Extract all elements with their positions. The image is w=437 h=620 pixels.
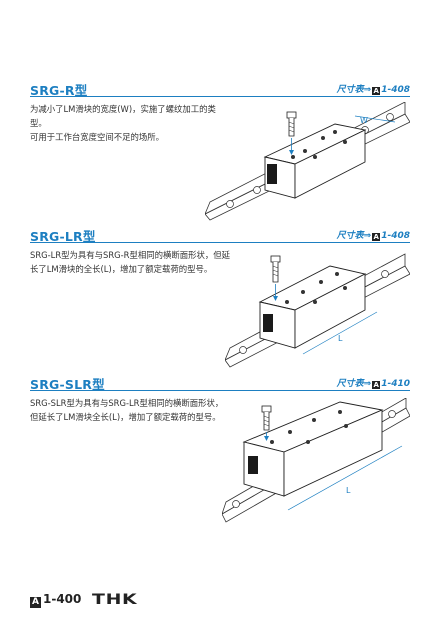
srg-lr-block-illustration	[225, 253, 410, 368]
ref-page: 1-410	[381, 379, 410, 389]
srg-slr-block-illustration	[222, 398, 410, 523]
desc-line: SRG-SLR型为具有与SRG-LR型相同的横断面形状，但延长了LM滑块全长(L…	[30, 398, 224, 422]
title-rule	[30, 390, 410, 391]
section-a-icon: A	[372, 381, 381, 389]
section-description: SRG-SLR型为具有与SRG-LR型相同的横断面形状，但延长了LM滑块全长(L…	[30, 396, 230, 424]
desc-line: 为减小了LM滑块的宽度(W)，实施了螺纹加工的类型。	[30, 104, 216, 128]
title-rule	[30, 242, 410, 243]
dimension-label-w: W	[360, 116, 368, 125]
section-a-icon: A	[372, 87, 381, 95]
section-title: SRG-LR型	[30, 229, 96, 244]
dimension-label-l: L	[346, 486, 351, 495]
ref-page: 1-408	[381, 231, 410, 241]
ref-prefix: 尺寸表⇒	[336, 85, 372, 95]
section-a-icon: A	[372, 233, 381, 241]
thk-logo: THK	[92, 592, 138, 608]
desc-line: 可用于工作台宽度空间不足的场所。	[30, 132, 164, 142]
ref-page: 1-408	[381, 85, 410, 95]
section-title: SRG-R型	[30, 83, 88, 98]
title-rule	[30, 96, 410, 97]
dimension-label-l: L	[338, 334, 343, 343]
section-description: 为减小了LM滑块的宽度(W)，实施了螺纹加工的类型。 可用于工作台宽度空间不足的…	[30, 102, 230, 144]
section-a-icon: A	[30, 597, 41, 608]
srg-r-block-illustration	[205, 102, 410, 221]
desc-line: SRG-LR型为具有与SRG-R型相同的横断面形状，但延长了LM滑块的全长(L)…	[30, 250, 230, 274]
section-description: SRG-LR型为具有与SRG-R型相同的横断面形状，但延长了LM滑块的全长(L)…	[30, 248, 230, 276]
ref-prefix: 尺寸表⇒	[336, 231, 372, 241]
page-number-text: 1-400	[43, 592, 82, 606]
section-title: SRG-SLR型	[30, 377, 105, 392]
ref-prefix: 尺寸表⇒	[336, 379, 372, 389]
